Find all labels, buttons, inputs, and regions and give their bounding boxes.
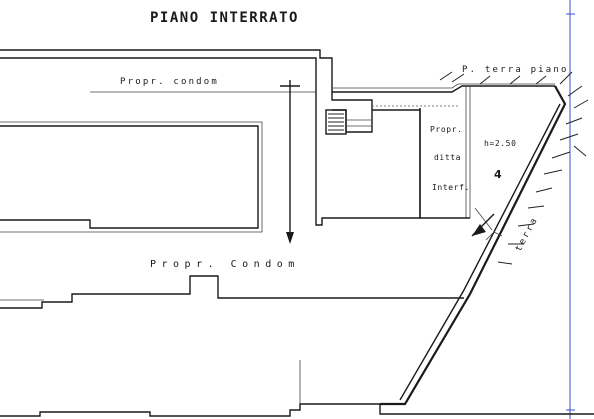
room-4-outline xyxy=(380,85,567,406)
label-ground-floor: P. terra piano xyxy=(462,65,569,75)
condominium-boundary-bottom xyxy=(0,360,594,417)
drawing-title: PIANO INTERRATO xyxy=(150,10,299,26)
label-terrain: terra xyxy=(514,215,541,253)
label-owner-line1: Propr. xyxy=(430,125,463,134)
terrain-hatching xyxy=(439,71,589,265)
condominium-boundary-top xyxy=(0,49,555,93)
condominium-boundary-middle xyxy=(0,275,464,309)
left-block xyxy=(0,121,263,233)
owner-partition xyxy=(419,86,471,219)
label-room-number: 4 xyxy=(494,168,502,181)
label-condominium-middle: Propr. Condom xyxy=(150,259,300,270)
label-height: h=2.50 xyxy=(484,139,517,148)
label-owner-line3: Interf. xyxy=(432,183,470,192)
section-arrow-down-icon xyxy=(280,80,300,244)
north-arrow-icon xyxy=(471,213,503,241)
label-condominium-top: Propr. condom xyxy=(120,77,219,87)
label-owner-line2: ditta xyxy=(434,153,461,162)
stair-box xyxy=(315,62,460,226)
